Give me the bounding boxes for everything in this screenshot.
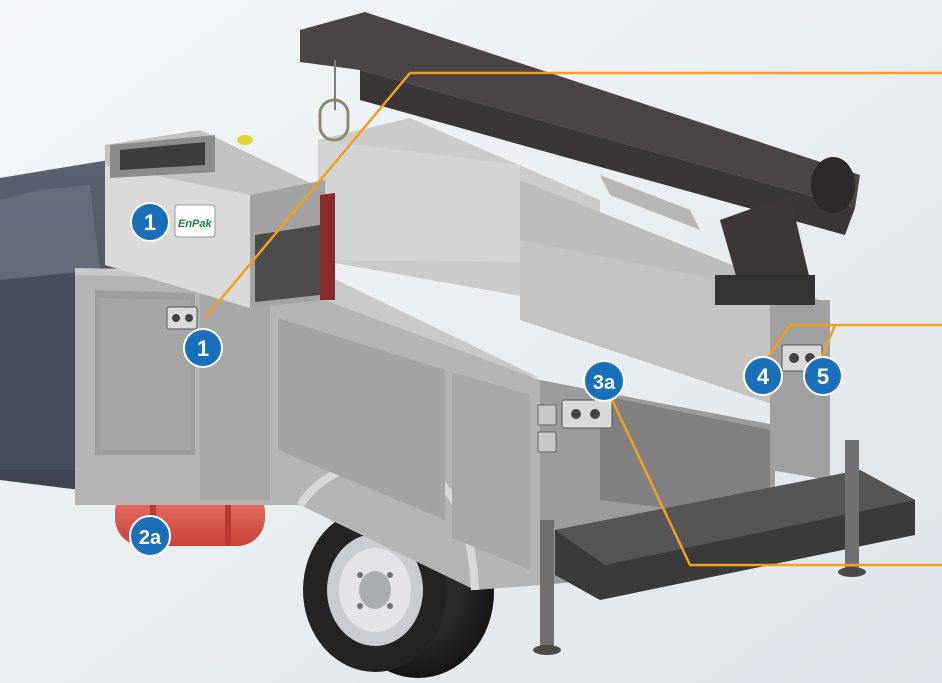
- callout-lines: [204, 71, 942, 567]
- crane: [300, 12, 860, 305]
- callout-badge-crane-panel-right[interactable]: 5: [803, 356, 843, 396]
- svg-text:1: 1: [197, 336, 209, 361]
- callout-badge-air-tank[interactable]: 2a: [129, 515, 171, 557]
- rear-control-panel: [537, 399, 613, 453]
- svg-text:1: 1: [144, 210, 156, 235]
- svg-text:3a: 3a: [593, 372, 616, 394]
- callout-badge-rear-panel[interactable]: 3a: [583, 360, 625, 402]
- callout-badge-crane-panel-left[interactable]: 4: [743, 356, 783, 396]
- svg-text:5: 5: [817, 364, 829, 389]
- callout-line-crane-right: [818, 324, 837, 363]
- outrigger-leg-right: [845, 440, 859, 570]
- svg-text:2a: 2a: [139, 527, 162, 549]
- side-control-panel: [166, 306, 198, 330]
- power-unit: EnPak: [105, 130, 335, 308]
- rear-bumper: [533, 440, 915, 655]
- callout-badge-unit[interactable]: 1: [130, 202, 170, 242]
- fuel-cap: [237, 135, 253, 145]
- callout-line-crane-panels: [763, 323, 942, 363]
- svg-text:4: 4: [757, 364, 770, 389]
- callout-badge-control-panel[interactable]: 1: [183, 328, 223, 368]
- callout-line-rear-panel: [603, 384, 942, 567]
- outrigger-leg-left: [540, 520, 554, 648]
- rear-wheel: [303, 506, 494, 678]
- unit-brand-logo: EnPak: [178, 218, 213, 230]
- callout-line-unit: [204, 71, 942, 319]
